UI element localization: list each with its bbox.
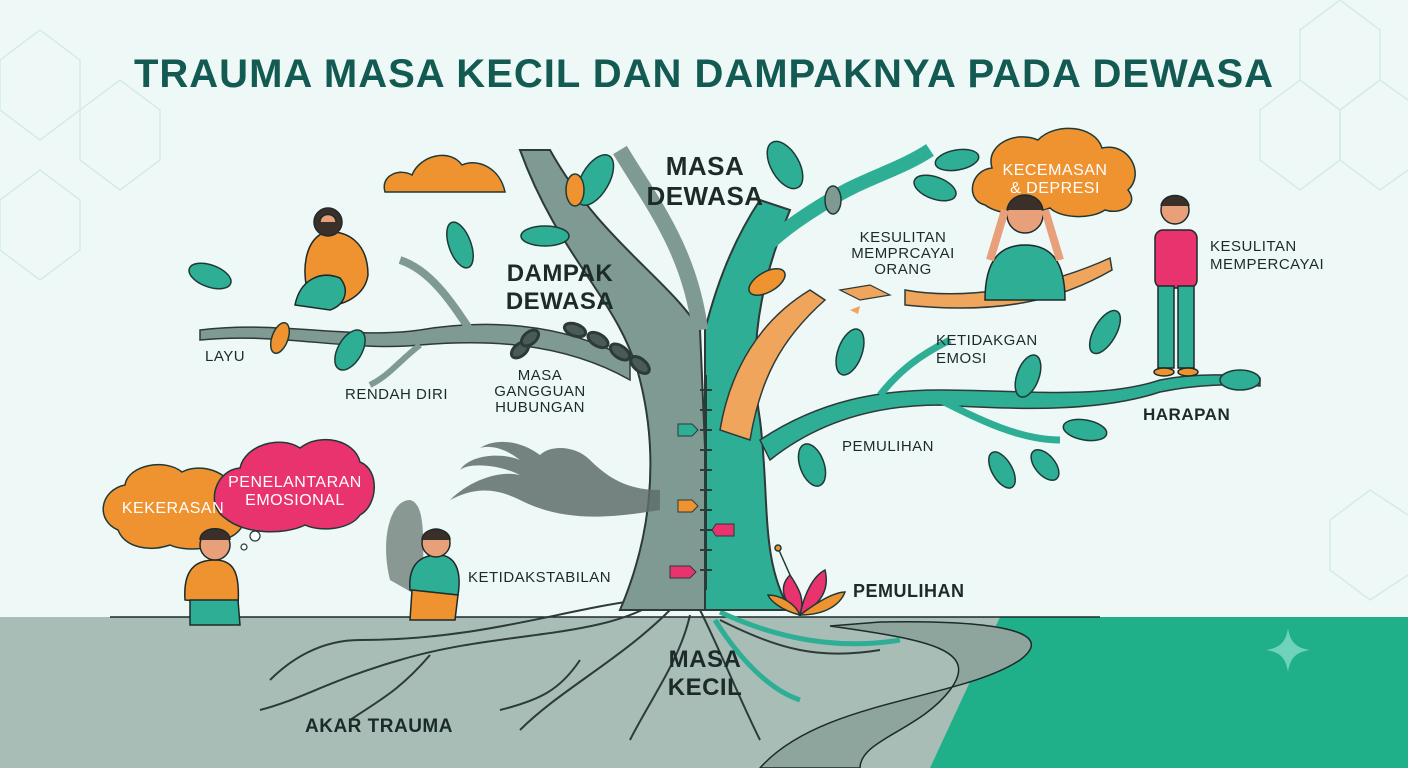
- tree-roots: [259, 599, 881, 741]
- person-child-left: [184, 528, 241, 626]
- recovery-path: [758, 621, 1033, 768]
- cloud-kekerasan-text: KEKERASAN: [121, 500, 225, 517]
- label-masa-kecil: MASA KECIL: [667, 646, 743, 701]
- label-ketidakstabilan: KETIDAKSTABILAN: [468, 569, 612, 586]
- label-harapan: HARAPAN: [1143, 405, 1231, 424]
- branch-right: [759, 374, 1261, 462]
- label-pemulihan-branch: PEMULIHAN: [842, 438, 935, 455]
- label-ketidakgan-emosi: KETIDAKGAN EMOSI: [936, 332, 1038, 367]
- label-rendah-diri: RENDAH DIRI: [345, 386, 449, 403]
- leaves: [188, 140, 1261, 489]
- shadow-hand-icon: [450, 441, 660, 517]
- person-kecemasan: [984, 194, 1066, 301]
- label-pemulihan-flower: PEMULIHAN: [853, 581, 965, 601]
- cloud-kecemasan-text: KECEMASAN & DEPRESI: [1002, 162, 1108, 198]
- person-child-center: [386, 500, 460, 621]
- tree-orange-core: [719, 289, 827, 441]
- label-masa-gangguan-hubungan: MASA GANGGUAN HUBUNGAN: [494, 367, 586, 416]
- sparkle-icon: [1266, 628, 1310, 672]
- branch-broken: [904, 256, 1113, 309]
- broken-chain-icon: [509, 321, 651, 375]
- cloud-penelantaran-text: PENELANTARAN EMOSIONAL: [228, 474, 362, 510]
- cloud-kecemasan: [971, 127, 1136, 218]
- lotus-flower-icon: [766, 544, 847, 617]
- cloud-penelantaran: [213, 438, 375, 533]
- label-dampak-dewasa: DAMPAK DEWASA: [505, 260, 615, 315]
- person-standing: [1153, 194, 1199, 377]
- page-title: TRAUMA MASA KECIL DAN DAMPAKNYA PADA DEW…: [133, 52, 1275, 96]
- label-kesulitan-mempercayai: KESULITAN MEMPERCAYAI: [1210, 238, 1325, 273]
- background-pattern: [0, 0, 1408, 601]
- label-masa-dewasa: MASA DEWASA: [646, 151, 764, 211]
- timeline-ruler: [700, 375, 712, 590]
- cloud-decor: [383, 154, 506, 193]
- person-sitting-branch: [294, 207, 369, 311]
- label-kesulitan-memprcayai-orang: KESULITAN MEMPRCAYAI ORANG: [851, 229, 955, 278]
- label-akar-trauma: AKAR TRAUMA: [305, 716, 453, 737]
- label-layu: LAYU: [205, 348, 246, 365]
- tree-trunk-left: [518, 149, 714, 611]
